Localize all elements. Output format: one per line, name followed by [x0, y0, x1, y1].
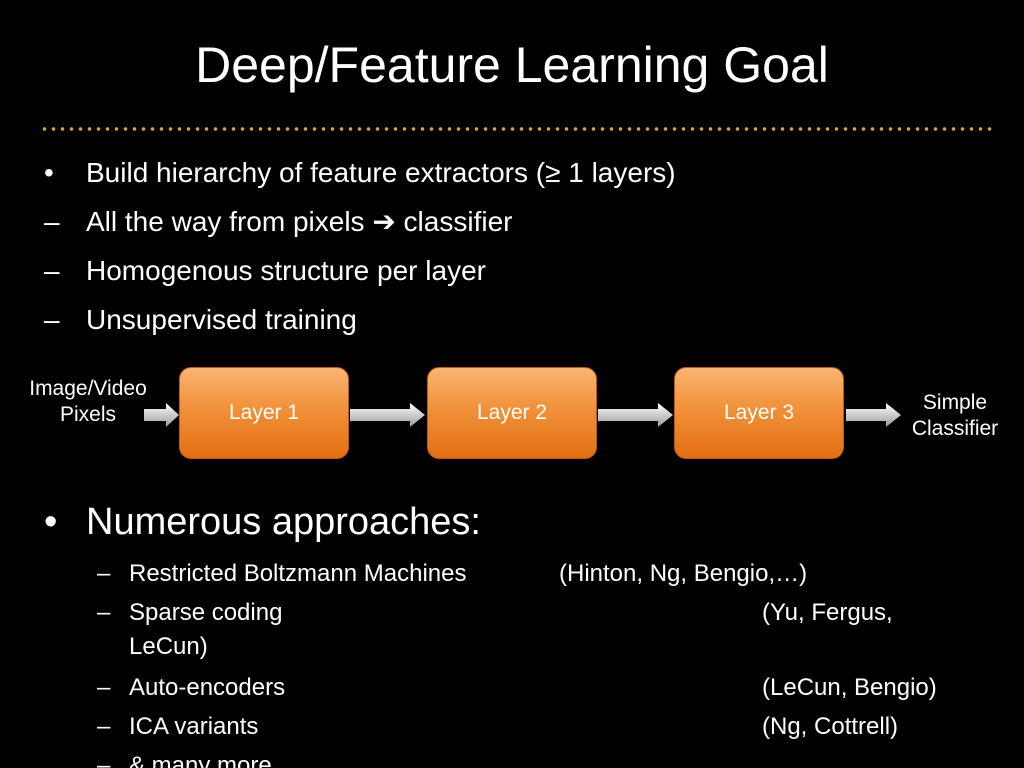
approach-citation: (LeCun, Bengio) — [762, 674, 937, 701]
approach-ica-variants: – ICA variants (Ng, Cottrell) — [97, 712, 997, 742]
flow-arrow-icon — [350, 403, 425, 427]
layer-1-box: Layer 1 — [179, 367, 349, 459]
approach-citation: (Ng, Cottrell) — [762, 713, 899, 740]
approach-name: ICA variants — [129, 713, 259, 740]
simple-classifier-label: Simple Classifier — [898, 390, 1012, 442]
bullet-pixels-to-classifier: – All the way from pixels ➔ classifier — [44, 205, 944, 239]
dash-marker: – — [44, 206, 60, 237]
input-pixels-label: Image/Video Pixels — [10, 376, 166, 428]
flow-arrow-icon — [846, 403, 901, 427]
bullet-marker: • — [44, 157, 54, 188]
slide-title: Deep/Feature Learning Goal — [195, 37, 829, 93]
flow-arrow-icon — [598, 403, 673, 427]
approach-sparse-coding: – Sparse coding (Yu, Fergus, — [97, 598, 997, 628]
approach-citation-continued: LeCun) — [129, 633, 208, 660]
approach-citation: (Yu, Fergus, — [762, 599, 893, 626]
bullet-text: Build hierarchy of feature extractors (≥… — [86, 157, 676, 188]
bullet-marker: • — [44, 501, 58, 543]
dash-marker: – — [97, 674, 111, 701]
dash-marker: – — [44, 255, 60, 286]
bullet-numerous-approaches: • Numerous approaches: — [44, 500, 944, 544]
layer-2-box: Layer 2 — [427, 367, 597, 459]
approaches-heading: Numerous approaches: — [86, 501, 481, 543]
bullet-text: All the way from pixels ➔ classifier — [86, 206, 513, 237]
bullet-hierarchy: • Build hierarchy of feature extractors … — [44, 156, 944, 190]
title-dotted-rule — [40, 126, 992, 132]
bullet-unsupervised-training: – Unsupervised training — [44, 303, 944, 337]
approach-name: Restricted Boltzmann Machines — [129, 560, 467, 587]
dash-marker: – — [97, 599, 111, 626]
approach-auto-encoders: – Auto-encoders (LeCun, Bengio) — [97, 673, 997, 703]
flow-arrow-icon — [144, 403, 179, 427]
input-label-line: Image/Video — [29, 377, 147, 400]
bullet-homogenous-structure: – Homogenous structure per layer — [44, 254, 944, 288]
approach-name: & many more…. — [129, 752, 303, 768]
dash-marker: – — [97, 560, 111, 587]
approach-many-more: – & many more…. — [97, 751, 997, 768]
dash-marker: – — [97, 713, 111, 740]
input-label-line: Pixels — [59, 403, 117, 426]
dash-marker: – — [97, 752, 111, 768]
dash-marker: – — [44, 304, 60, 335]
bullet-text: Homogenous structure per layer — [86, 255, 486, 286]
bullet-text: Unsupervised training — [86, 304, 357, 335]
approach-citation: (Hinton, Ng, Bengio,…) — [559, 560, 808, 587]
output-label-line: Classifier — [911, 417, 999, 440]
output-label-line: Simple — [922, 391, 988, 414]
approach-name: Sparse coding — [129, 599, 283, 626]
approach-name: Auto-encoders — [129, 674, 286, 701]
layer-3-box: Layer 3 — [674, 367, 844, 459]
approach-rbm: – Restricted Boltzmann Machines (Hinton,… — [97, 559, 997, 589]
